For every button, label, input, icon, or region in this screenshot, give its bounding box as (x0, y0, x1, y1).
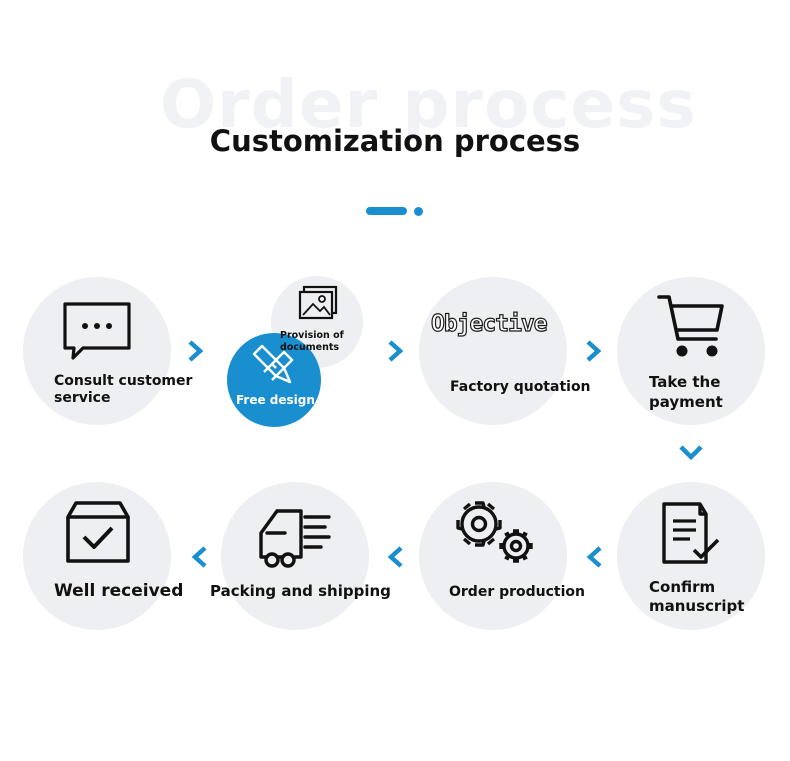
step-confirm-circle (617, 482, 765, 630)
arrow-left-icon (191, 546, 207, 568)
step-confirm-label-line2: manuscript (649, 597, 745, 615)
pencil-ruler-icon (252, 344, 294, 384)
step-quotation-label: Factory quotation (450, 379, 591, 395)
step-confirm-label-line1: Confirm (649, 578, 716, 596)
page-title: Customization process (209, 124, 581, 158)
chat-bubble-icon (63, 302, 131, 360)
step-payment-label-line2: payment (649, 393, 723, 411)
step-quotation-circle (419, 277, 567, 425)
step-received-label: Well received (54, 581, 184, 601)
step-consult-label-line2: service (54, 390, 111, 406)
step-payment-label-line1: Take the (649, 373, 721, 391)
title-underline-dot (414, 207, 423, 216)
step-design-circle (227, 333, 321, 427)
checked-box-icon (66, 501, 130, 563)
checked-document-icon (662, 502, 720, 564)
arrow-right-icon (388, 340, 404, 362)
arrow-right-icon (586, 340, 602, 362)
title-underline-bar (366, 207, 407, 215)
delivery-truck-icon (259, 509, 331, 568)
gears-icon (456, 501, 533, 563)
arrow-left-icon (387, 546, 403, 568)
shopping-cart-icon (657, 295, 724, 357)
step-received-circle (23, 482, 171, 630)
objective-overlay-text: Objective (430, 310, 548, 337)
step-payment-circle (617, 277, 765, 425)
background-title: Order process (160, 66, 697, 143)
arrow-left-icon (586, 546, 602, 568)
step-consult-circle (23, 277, 171, 425)
step-consult-label-line1: Consult customer (54, 373, 193, 389)
image-document-icon (298, 285, 338, 320)
step-shipping-label: Packing and shipping (210, 582, 391, 600)
step-documents-label: Provision of documents (280, 330, 344, 353)
arrow-down-icon (679, 445, 703, 461)
step-design-label: Free design (236, 393, 315, 407)
arrow-right-icon (188, 340, 204, 362)
step-production-label: Order production (449, 584, 586, 600)
